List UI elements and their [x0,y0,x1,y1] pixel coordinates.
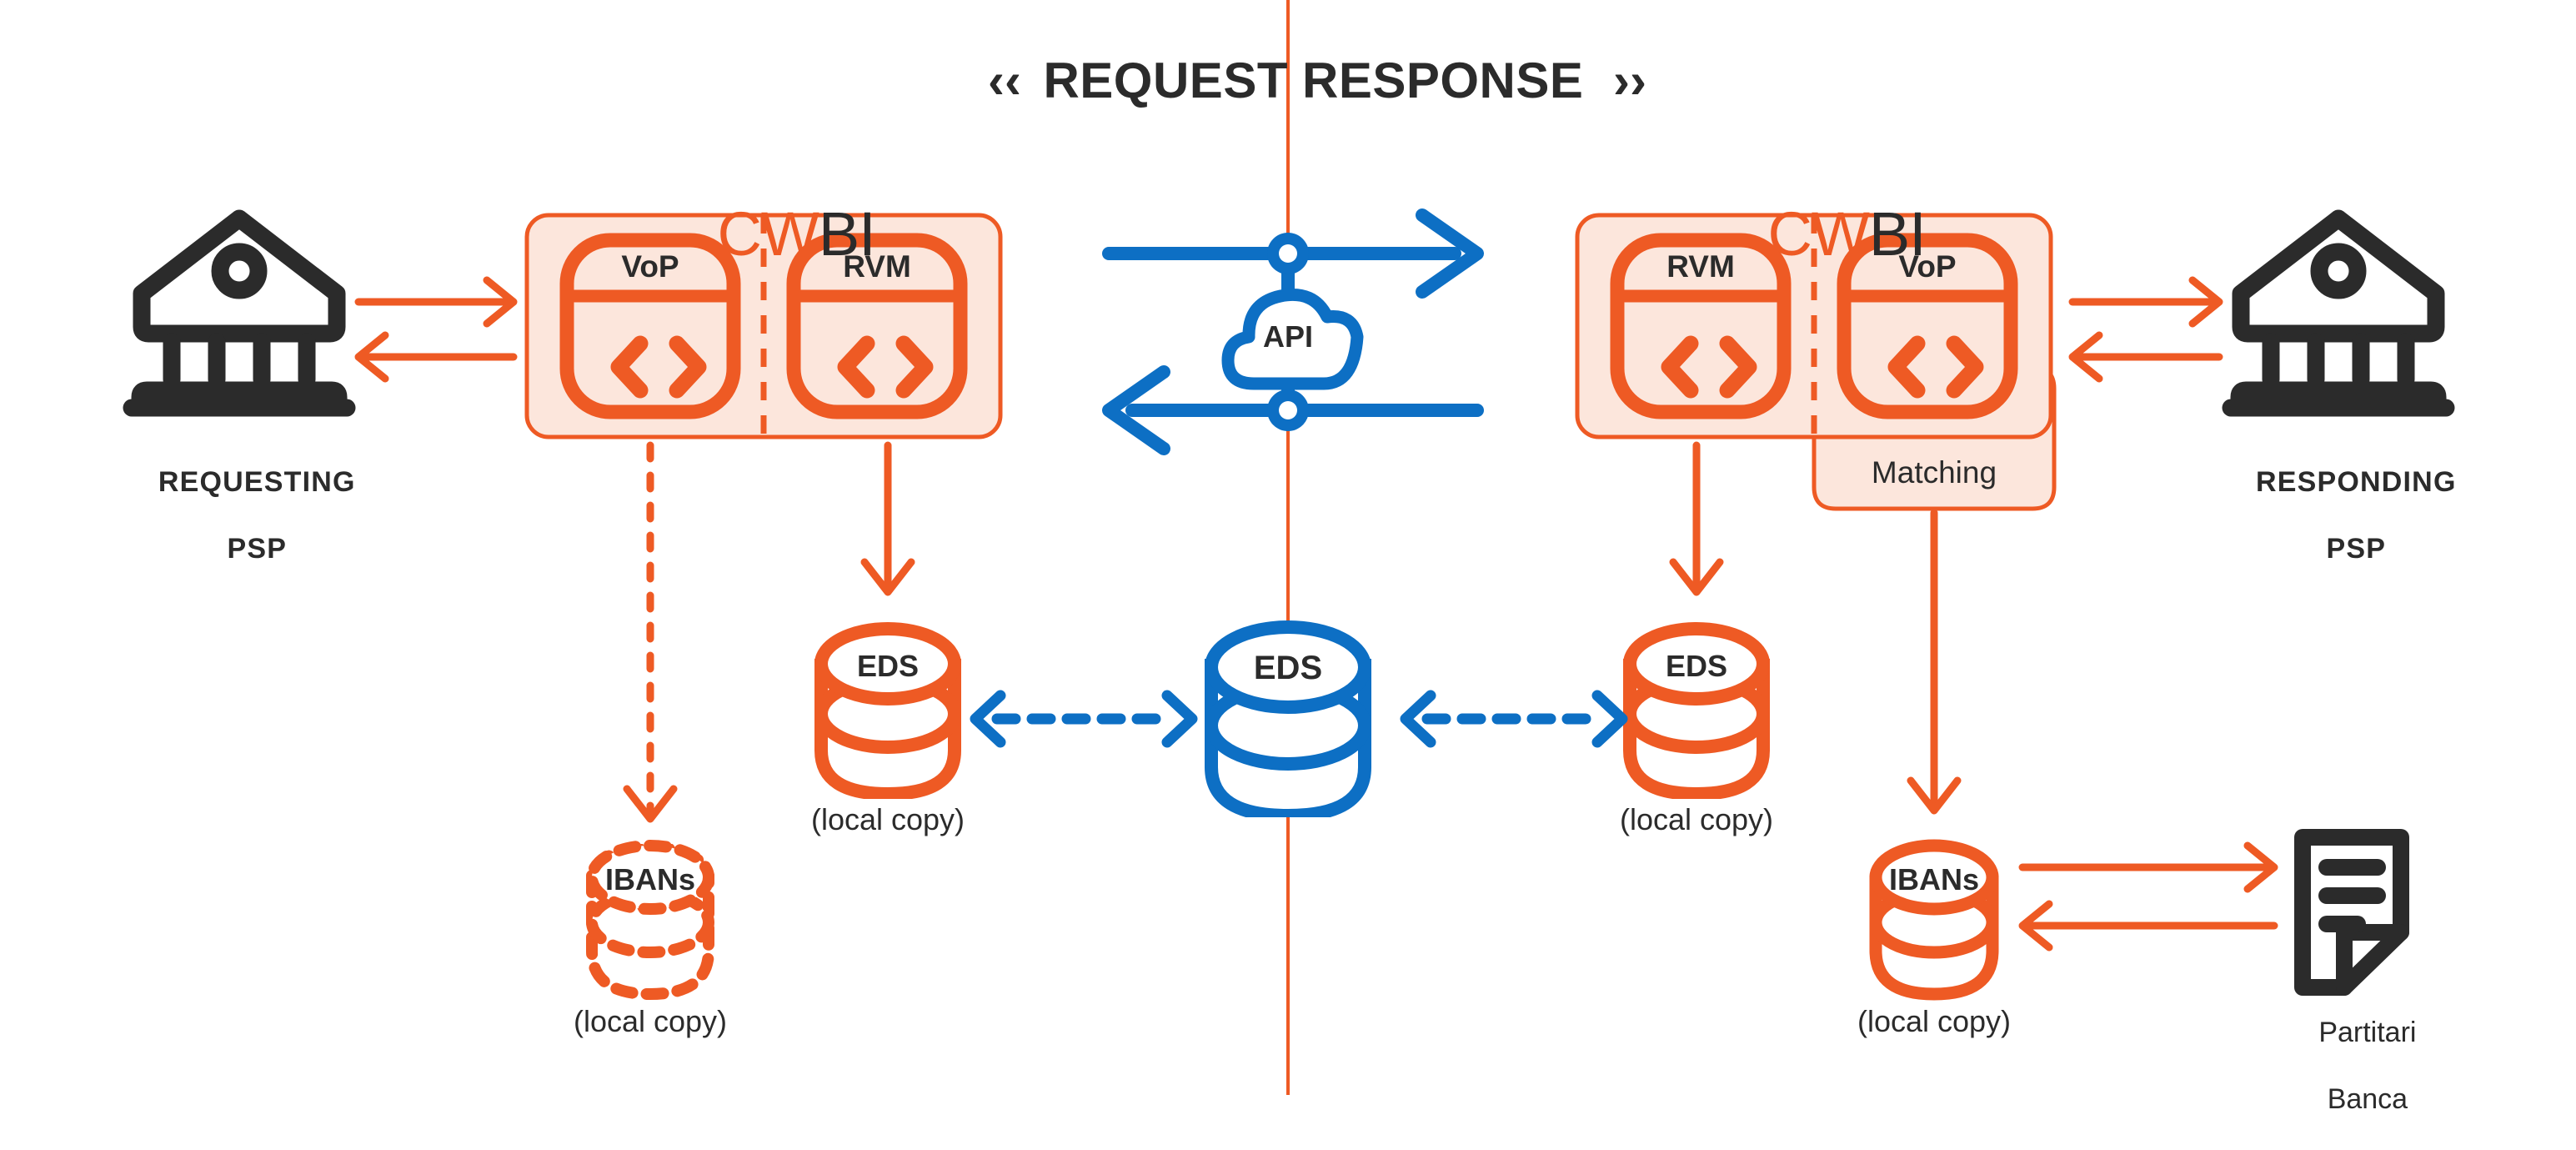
code-window-icon-vop-left [559,233,741,419]
cwbi-logo-right-bi: BI [1868,199,1927,269]
flow-rvm-to-eds-left [860,441,915,596]
ibans-local-right-label: IBANs [1888,862,1980,896]
cwbi-panel-right [1575,213,2057,511]
database-icon-ibans-local-left [586,840,714,1001]
code-window-icon-rvm-right [1610,233,1792,419]
cwbi-logo-right-cw: CW [1767,199,1870,269]
flow-left-cwbi-to-psp [354,331,518,383]
flow-doc-to-ibans [2018,900,2278,952]
response-label: RESPONSE [1302,53,1584,108]
flow-right-psp-to-cwbi [2068,331,2223,383]
diagram-vector-layer [123,0,2455,1095]
ibans-local-left-caption: (local copy) [573,1004,728,1038]
cwbi-logo-right: CWBI [1647,125,1981,344]
cwbi-panel-left [524,213,1003,439]
eds-local-right-caption: (local copy) [1619,802,1774,836]
cwbi-logo-left: CWBI [597,125,930,344]
flow-matching-to-ibans [1907,509,1962,815]
cwbi-logo-left-bi: BI [818,199,876,269]
flow-ibans-to-doc [2018,841,2278,893]
database-icon-eds-central [1205,620,1371,817]
diagram-canvas: ‹‹ REQUEST RESPONSE ›› CWBI CWBI VoP RVM… [98,0,2480,1115]
request-label: REQUEST [1043,53,1288,108]
requesting-psp-line1: REQUESTING [158,466,356,499]
flow-eds-sync-right [1400,690,1628,748]
bank-icon-right [2222,209,2455,417]
requesting-psp-label: REQUESTING PSP [98,432,381,600]
module-label-vop-left: VoP [621,249,679,284]
matching-label: Matching [1871,455,1997,490]
eds-local-left-label: EDS [856,649,920,683]
ibans-local-left-label: IBANs [604,862,696,896]
module-label-vop-right: VoP [1898,249,1957,284]
cloud-icon-api [1221,233,1364,431]
document-label-line1: Partitari [2318,1017,2417,1049]
eds-local-left-caption: (local copy) [810,802,965,836]
flow-rvm-to-eds-right [1669,441,1724,596]
request-chevrons-icon: ‹‹ [988,53,1021,108]
responding-psp-line2: PSP [2326,533,2387,565]
document-label: Partitari Banca [2243,982,2460,1150]
code-window-icon-rvm-left [786,233,968,419]
module-label-rvm-right: RVM [1666,249,1735,284]
document-icon [2294,829,2409,996]
responding-psp-line1: RESPONDING [2256,466,2457,499]
ibans-local-right-caption: (local copy) [1857,1004,2012,1038]
api-label: API [1262,319,1313,354]
flow-eds-sync-left [970,690,1198,748]
eds-central-label: EDS [1253,650,1323,686]
requesting-psp-line2: PSP [227,533,288,565]
database-icon-eds-local-right [1623,622,1770,799]
flow-left-psp-to-cwbi [354,276,518,328]
module-label-rvm-left: RVM [843,249,911,284]
document-label-line2: Banca [2327,1083,2408,1116]
database-icon-ibans-local-right [1869,839,1999,1001]
flow-right-cwbi-to-psp [2068,276,2223,328]
database-icon-eds-local-left [814,622,961,799]
flow-vop-to-ibans-left [623,441,678,823]
code-window-icon-vop-right [1837,233,2018,419]
bank-icon-left [123,209,356,417]
response-chevrons-icon: ›› [1613,53,1646,108]
cwbi-logo-left-cw: CW [717,199,819,269]
responding-psp-label: RESPONDING PSP [2197,432,2480,600]
eds-local-right-label: EDS [1665,649,1728,683]
